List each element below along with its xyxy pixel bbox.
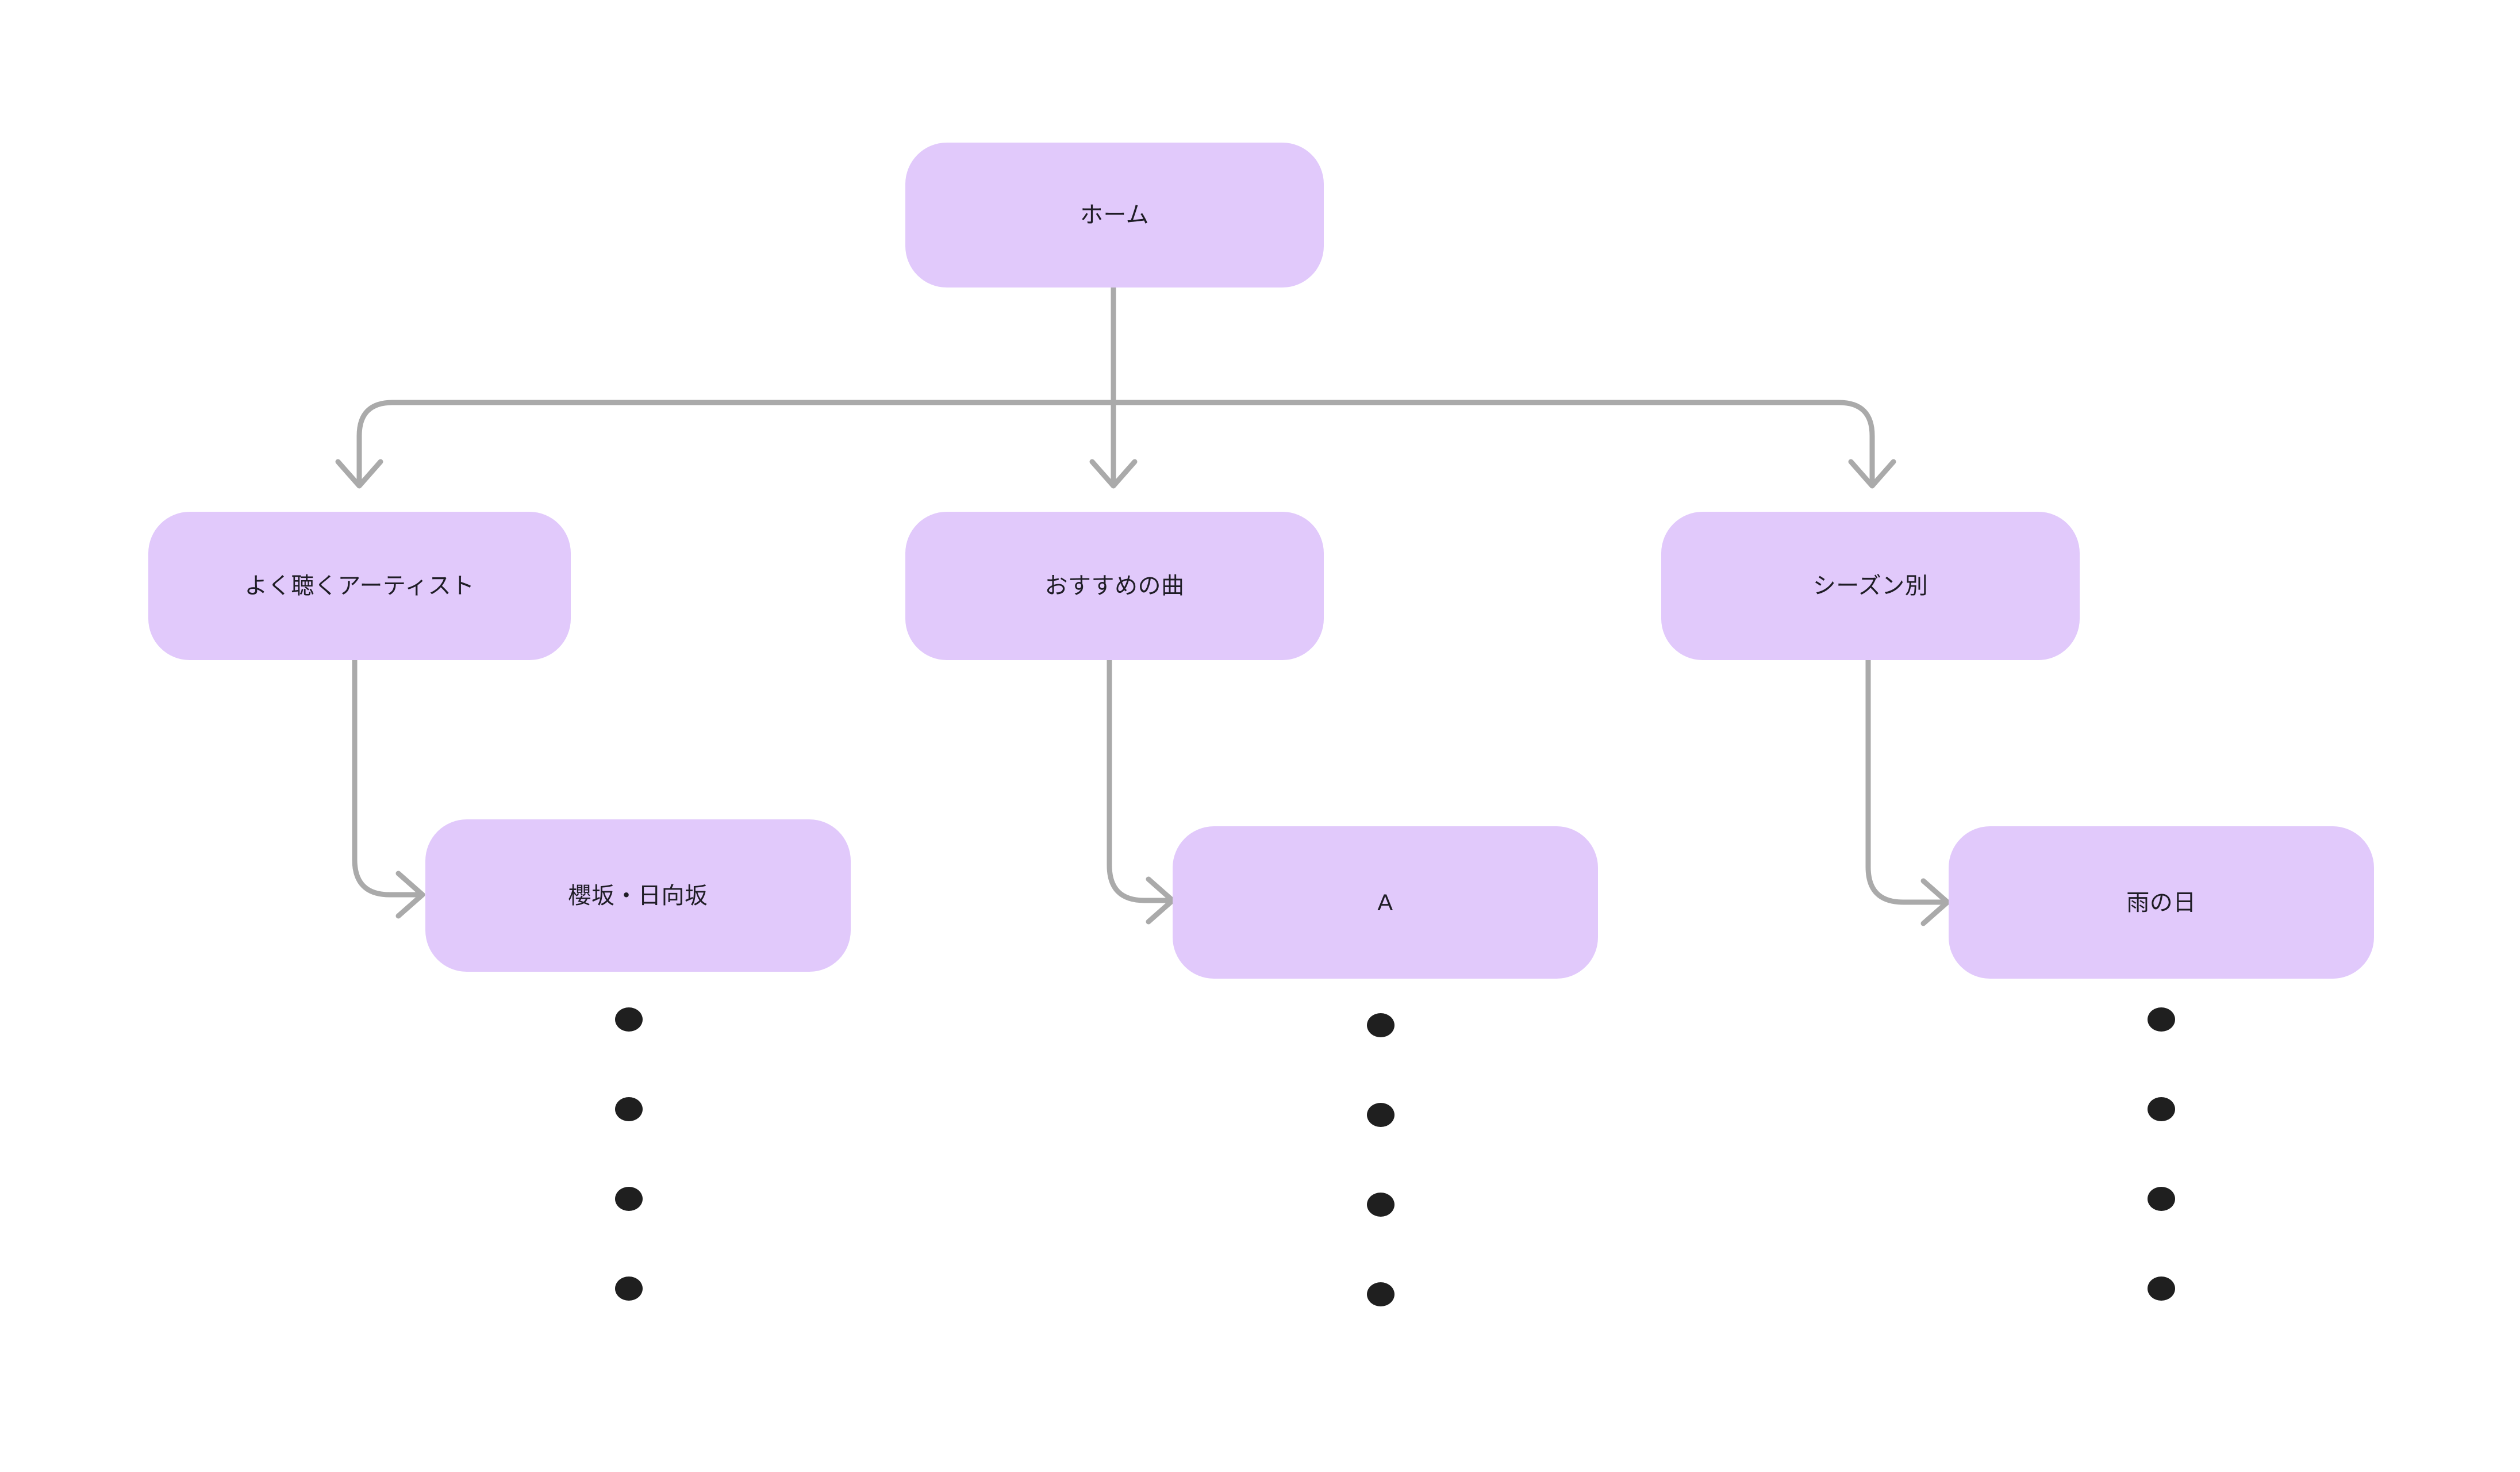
more-dot [2148,1007,2175,1032]
edge-home-to-season [1111,400,1875,486]
more-dot [615,1007,643,1032]
node-frequent-artists-label: よく聴くアーティスト [244,573,475,599]
node-by-season-label: シーズン別 [1812,573,1929,599]
node-recommended-songs[interactable]: おすすめの曲 [905,512,1324,660]
more-dot [1367,1103,1395,1127]
node-a-label: A [1377,890,1393,915]
more-dot [615,1187,643,1211]
more-items-sakurazaka-hinatazaka [615,1007,643,1301]
node-sakurazaka-hinatazaka[interactable]: 櫻坂・日向坂 [425,819,851,972]
arrowhead-artists [335,459,383,489]
arrowhead-a [1146,876,1176,925]
node-frequent-artists[interactable]: よく聴くアーティスト [148,512,571,660]
arrowhead-rainy [1920,878,1950,926]
node-by-season[interactable]: シーズン別 [1661,512,2080,660]
edge-artists-to-sakurazaka [352,657,422,898]
node-a[interactable]: A [1173,826,1598,979]
node-sakurazaka-hinatazaka-label: 櫻坂・日向坂 [568,883,708,908]
node-rainy-day[interactable]: 雨の日 [1949,826,2374,979]
more-dot [2148,1187,2175,1211]
node-home-label: ホーム [1080,202,1150,228]
arrowhead-sakurazaka [395,871,425,919]
more-dot [615,1276,643,1301]
node-home[interactable]: ホーム [905,143,1324,288]
arrowhead-season [1848,459,1896,489]
arrowhead-recommended [1089,459,1138,489]
edge-recommended-to-a [1107,657,1173,903]
node-rainy-day-label: 雨の日 [2126,890,2196,915]
more-items-rainy-day [2148,1007,2175,1301]
more-dot [1367,1193,1395,1217]
more-dot [2148,1276,2175,1301]
node-recommended-songs-label: おすすめの曲 [1044,573,1185,599]
more-items-a [1367,1013,1395,1306]
more-dot [615,1097,643,1121]
more-dot [1367,1282,1395,1306]
edge-season-to-rainy [1865,657,1947,905]
more-dot [1367,1013,1395,1037]
more-dot [2148,1097,2175,1121]
edge-home-to-artists [356,400,1116,486]
